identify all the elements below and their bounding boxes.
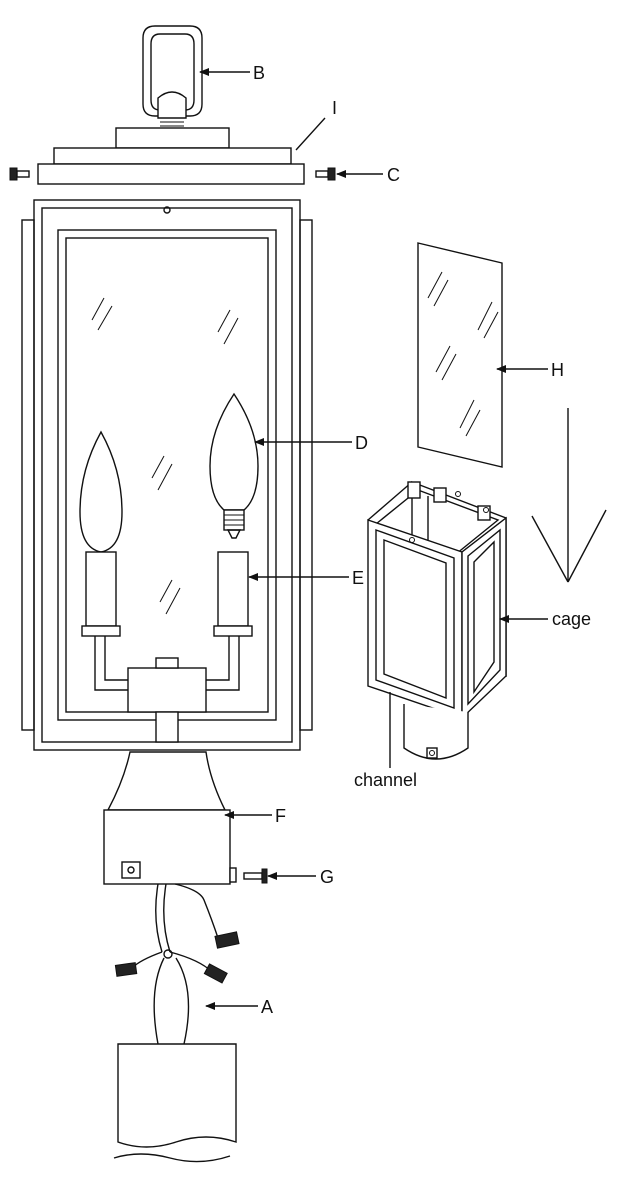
label-d: D: [355, 433, 368, 453]
label-cage: cage: [552, 609, 591, 629]
wiring-connections: [114, 883, 240, 1045]
label-b: B: [253, 63, 265, 83]
wire-nut-right: [203, 963, 228, 984]
lantern-cage: [367, 480, 507, 760]
lantern-body: [21, 199, 313, 751]
wire-nut-left: [114, 962, 138, 977]
label-c: C: [387, 165, 400, 185]
label-i: I: [332, 98, 337, 118]
cap-middle-tier: [53, 147, 292, 165]
post-fitter: [103, 751, 268, 885]
label-leaders: [199, 68, 548, 1010]
label-g: G: [320, 867, 334, 887]
label-e: E: [352, 568, 364, 588]
label-channel: channel: [354, 770, 417, 790]
label-f: F: [275, 806, 286, 826]
label-h: H: [551, 360, 564, 380]
light-bulb: [209, 392, 259, 539]
lamp-post: [113, 1043, 237, 1163]
wire-nut-top: [214, 931, 240, 949]
set-screw: [243, 868, 268, 884]
top-cap: [9, 25, 336, 185]
cap-screw-right: [315, 167, 336, 181]
candelabra-socket-assembly: [79, 430, 253, 743]
glass-reflection-marks: [91, 297, 239, 615]
insertion-arrow: [531, 408, 607, 583]
cap-base: [37, 163, 305, 185]
glass-panel: [417, 242, 503, 468]
label-a: A: [261, 997, 273, 1017]
cap-top-tier: [115, 127, 230, 149]
cap-screw-left: [9, 167, 30, 181]
finial-loop: [142, 25, 203, 127]
